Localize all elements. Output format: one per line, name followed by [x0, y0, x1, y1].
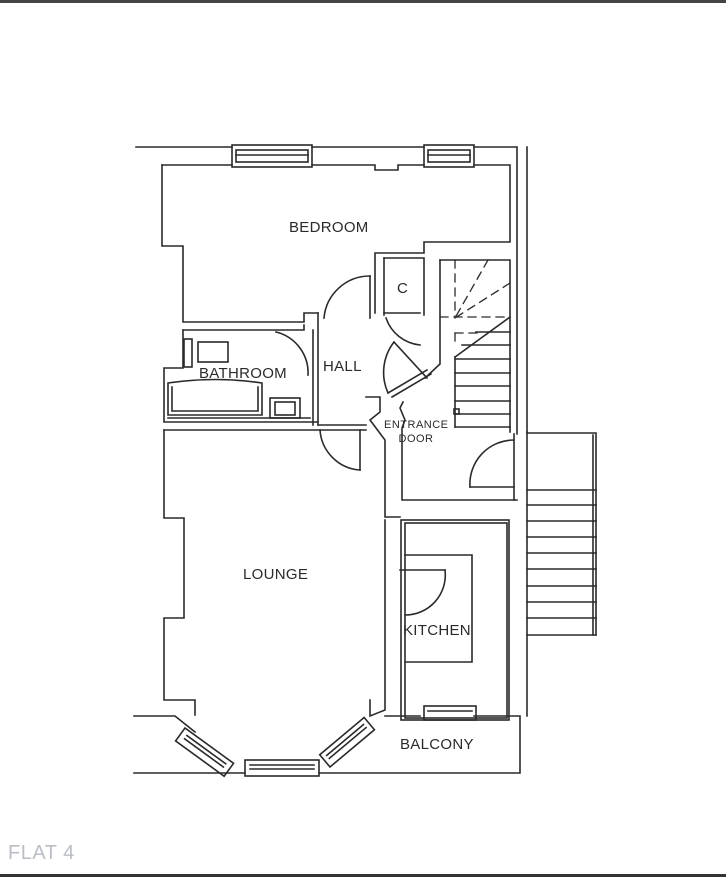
- entrance-label-line2: DOOR: [398, 433, 434, 445]
- entrance-label-line1: ENTRANCE: [384, 419, 449, 431]
- room-label-hall: HALL: [323, 358, 362, 375]
- room-label-bathroom: BATHROOM: [199, 365, 287, 382]
- bottom-border: [0, 874, 726, 877]
- room-label-lounge: LOUNGE: [243, 566, 309, 583]
- room-label-entrance-door: ENTRANCE DOOR: [384, 418, 448, 446]
- room-label-balcony: BALCONY: [400, 736, 474, 753]
- room-label-kitchen: KITCHEN: [403, 622, 471, 639]
- room-label-cupboard: C: [397, 280, 409, 297]
- plan-title: FLAT 4: [8, 842, 75, 864]
- top-border: [0, 0, 726, 3]
- room-label-bedroom: BEDROOM: [289, 219, 369, 236]
